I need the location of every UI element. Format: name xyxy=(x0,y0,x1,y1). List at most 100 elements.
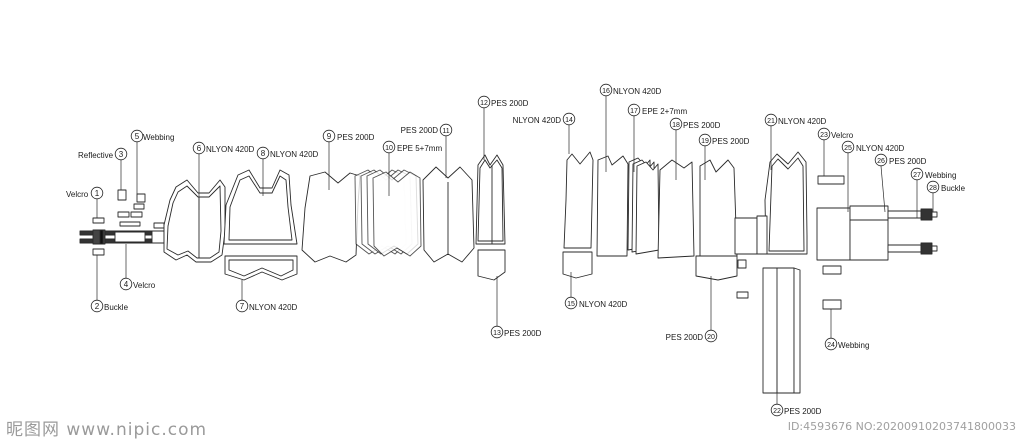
callout-label: Buckle xyxy=(941,184,966,193)
callout-number: 22 xyxy=(773,408,781,415)
callout-number: 13 xyxy=(493,330,501,337)
callout-label: PES 200D xyxy=(712,137,750,146)
callout-number: 17 xyxy=(630,108,638,115)
callout-number: 18 xyxy=(672,122,680,129)
callout-label: Velcro xyxy=(831,131,854,140)
callout-circle xyxy=(477,95,491,109)
callout-circle xyxy=(564,296,578,310)
callout-label: PES 200D xyxy=(889,157,927,166)
callout-1: 1 Velcro xyxy=(66,186,104,200)
callout-number: 21 xyxy=(767,118,775,125)
callout-number: 4 xyxy=(124,280,129,289)
callout-number: 1 xyxy=(95,189,100,198)
callout-number: 6 xyxy=(197,144,202,153)
callout-circle xyxy=(874,153,888,167)
callout-circle xyxy=(627,103,641,117)
callout-4: 4 Velcro xyxy=(119,277,156,291)
callout-circle xyxy=(817,127,831,141)
callout-label: NLYON 420D xyxy=(270,150,319,159)
callout-circle xyxy=(770,403,784,417)
callout-label: PES 200D xyxy=(491,99,529,108)
callout-28: 28 Buckle xyxy=(926,180,966,194)
callout-label: Webbing xyxy=(925,171,956,180)
callout-circle xyxy=(439,123,453,137)
callout-circle xyxy=(490,325,504,339)
callout-label: Webbing xyxy=(838,341,869,350)
cummerbund-assembly xyxy=(816,175,938,310)
side-panels-group xyxy=(562,151,758,299)
tall-front-panel xyxy=(475,154,506,281)
callout-label: PES 200D xyxy=(504,329,542,338)
insert-layer-stack xyxy=(301,166,475,263)
callout-label: PES 200D xyxy=(337,133,375,142)
watermark-id-text: ID:4593676 NO:20200910203741800033 xyxy=(787,420,1016,433)
callout-circle xyxy=(562,112,576,126)
callout-number: 16 xyxy=(602,88,610,95)
callout-circle xyxy=(704,329,718,343)
callout-circle xyxy=(926,180,940,194)
callout-circle xyxy=(764,113,778,127)
callout-circle xyxy=(114,147,128,161)
callout-label: Velcro xyxy=(133,281,156,290)
callout-2: 2 Buckle xyxy=(90,299,129,313)
callout-label: PES 200D xyxy=(401,126,439,135)
callout-circle xyxy=(256,146,270,160)
callout-label: Velcro xyxy=(66,190,89,199)
callout-circle xyxy=(841,140,855,154)
callout-circle xyxy=(910,167,924,181)
callout-number: 24 xyxy=(827,342,835,349)
watermark-logo-text: 昵图网 www.nipic.com xyxy=(6,420,208,440)
callout-number: 2 xyxy=(95,302,100,311)
callout-label: NLYON 420D xyxy=(613,87,662,96)
callout-label: NLYON 420D xyxy=(856,144,905,153)
callout-number: 10 xyxy=(385,145,393,152)
callout-circle xyxy=(669,117,683,131)
callout-circle xyxy=(599,83,613,97)
callout-label: NLYON 420D xyxy=(206,145,255,154)
callout-label: EPE 2+7mm xyxy=(642,107,687,116)
callout-label: Reflective xyxy=(78,151,114,160)
callout-label: Webbing xyxy=(143,133,174,142)
callout-15: 15 NLYON 420D xyxy=(564,296,628,310)
callout-number: 20 xyxy=(707,334,715,341)
callout-number: 9 xyxy=(327,132,332,141)
callout-number: 5 xyxy=(135,132,140,141)
callout-number: 12 xyxy=(480,100,488,107)
callout-number: 8 xyxy=(261,149,266,158)
callout-circle xyxy=(192,141,206,155)
callout-number: 28 xyxy=(929,185,937,192)
main-vest-right xyxy=(756,151,808,394)
callout-label: PES 200D xyxy=(666,333,704,342)
callout-circle xyxy=(322,129,336,143)
callout-circle xyxy=(698,133,712,147)
callout-number: 15 xyxy=(567,301,575,308)
callout-label: PES 200D xyxy=(784,407,822,416)
vest-lower-panel xyxy=(224,255,298,281)
vest-back-shell xyxy=(223,169,298,245)
callout-label: NLYON 420D xyxy=(778,117,827,126)
callout-number: 11 xyxy=(442,128,449,135)
callout-label: NLYON 420D xyxy=(579,300,628,309)
callout-number: 27 xyxy=(913,172,921,179)
callout-17: 17 EPE 2+7mm xyxy=(627,103,687,117)
callout-circle xyxy=(824,337,838,351)
callout-number: 25 xyxy=(844,145,852,152)
callout-label: Buckle xyxy=(104,303,129,312)
